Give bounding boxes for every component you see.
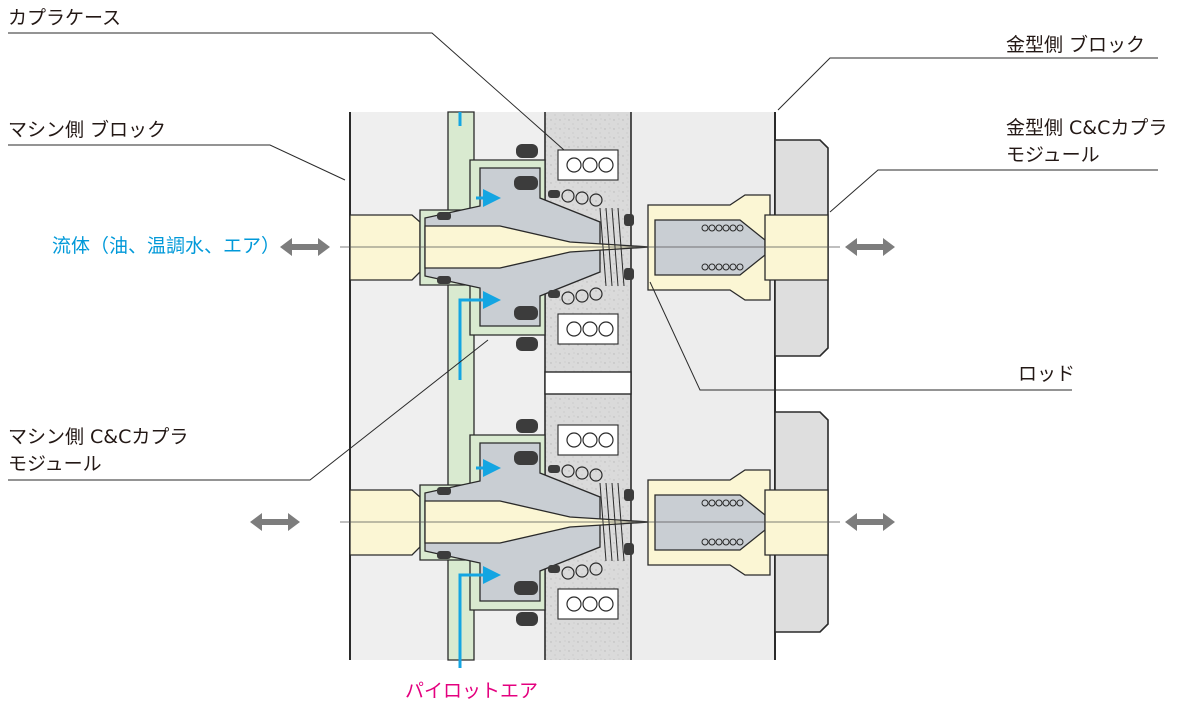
- rod-label: ロッド: [1018, 363, 1076, 385]
- leader-lines: [8, 32, 1158, 481]
- coupler-case-label: カプラケース: [8, 7, 122, 29]
- mold-side-block: [631, 112, 775, 660]
- machine-block-label: マシン側 ブロック: [8, 119, 167, 141]
- machine-module-label-line2: モジュール: [8, 453, 102, 475]
- flow-double-arrow-icon: [250, 238, 895, 531]
- mold-module-label-line1: 金型側 C&Cカプラ: [1006, 117, 1168, 139]
- mold-block-label: 金型側 ブロック: [1006, 34, 1146, 56]
- machine-module-label-line1: マシン側 C&Cカプラ: [8, 426, 189, 448]
- mold-module-label-line2: モジュール: [1006, 144, 1100, 166]
- fluid-label: 流体（油、温調水、エア）: [52, 235, 281, 257]
- pilot-air-label: パイロットエア: [405, 680, 539, 702]
